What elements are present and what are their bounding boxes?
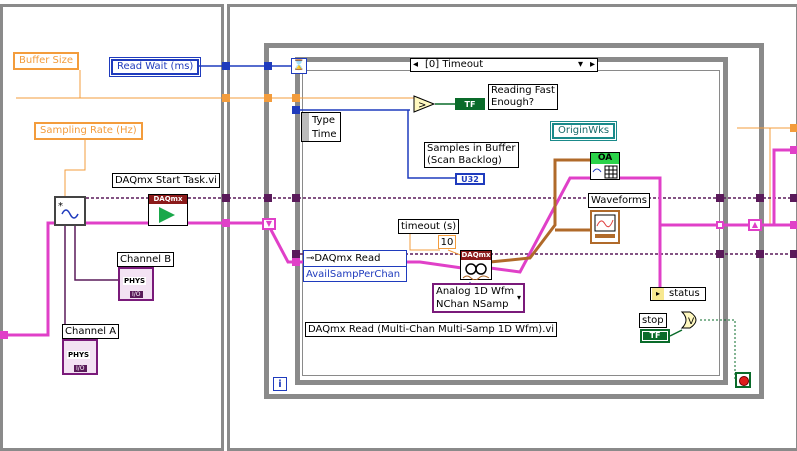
daqmx-read-property-node[interactable]: ⊸DAQmx Read AvailSampPerChan xyxy=(303,250,407,282)
tunnel-seq-right-purple2 xyxy=(790,250,797,258)
daqmx-read-vi-label: DAQmx Read (Multi-Chan Multi-Samp 1D Wfm… xyxy=(305,322,558,337)
tunnel-loop-right-purple2 xyxy=(756,250,764,258)
tunnel-right-purple xyxy=(716,194,724,202)
tunnel-pink-seq xyxy=(222,219,230,227)
tunnel-blue-case xyxy=(292,106,300,114)
channel-a-label: Channel A xyxy=(62,324,120,339)
read-wait-control[interactable]: Read Wait (ms) xyxy=(108,57,202,77)
u32-indicator: U32 xyxy=(455,173,485,185)
reading-fast-label: Reading Fast Enough? xyxy=(488,84,558,110)
polymorphic-selector[interactable]: Analog 1D Wfm NChan NSamp ▾ xyxy=(432,283,525,313)
io-text-b: I/O xyxy=(130,291,143,298)
tunnel-seq-right-pink xyxy=(790,146,797,154)
unbundle-arrow-icon: ▸ xyxy=(652,288,664,300)
tunnel-right-pink xyxy=(716,221,724,229)
play-icon xyxy=(159,207,175,223)
daqmx-read-badge: DAQmx xyxy=(461,251,491,260)
tunnel-seq-right-pink2 xyxy=(790,221,797,229)
tunnel-blue-seq xyxy=(222,62,230,70)
timeout-constant[interactable]: 10 xyxy=(438,235,456,249)
glasses-icon xyxy=(462,263,490,280)
timed-loop-icon: ⌛ xyxy=(291,58,307,74)
case-next-arrow[interactable]: ▸ xyxy=(589,59,595,70)
left-sequence-frame xyxy=(0,4,224,451)
event-data-node: Type Time xyxy=(301,112,341,142)
start-task-label: DAQmx Start Task.vi xyxy=(112,173,220,188)
tunnel-seq-right-purple xyxy=(790,194,797,202)
event-type-field: Type xyxy=(312,115,335,126)
daqmx-start-task-node[interactable]: DAQmx xyxy=(148,194,188,226)
timing-node[interactable]: * xyxy=(54,196,86,226)
unbundle-status-node: ▸ status xyxy=(650,287,706,301)
oa-node[interactable]: OA xyxy=(590,152,620,180)
tunnel-orange-seq xyxy=(222,94,230,102)
svg-text:*: * xyxy=(58,201,63,212)
shift-register-left: ▼ xyxy=(262,218,276,230)
stop-button-terminal[interactable]: TF xyxy=(640,329,670,343)
avail-samp-per-chan: AvailSampPerChan xyxy=(306,269,401,280)
error-in-tunnel xyxy=(0,331,8,339)
event-time-field: Time xyxy=(312,129,337,140)
tunnel-purple-seq xyxy=(222,194,230,202)
samples-in-buffer-label: Samples in Buffer (Scan Backlog) xyxy=(424,142,519,168)
graph-icon xyxy=(594,214,616,238)
iteration-terminal: i xyxy=(273,377,287,391)
daqmx-read-vi-node[interactable]: DAQmx xyxy=(460,250,492,280)
channel-a-control[interactable]: PHYS I/O xyxy=(62,339,98,375)
daqmx-read-label: ⊸DAQmx Read xyxy=(306,253,381,264)
tunnel-seq-right-orange xyxy=(790,124,797,132)
stop-label: stop xyxy=(639,313,667,328)
property-arrow-icon: ⊸ xyxy=(306,253,315,264)
case-selector[interactable]: ◂ [0] Timeout ▾ ▸ xyxy=(410,58,598,72)
oa-badge: OA xyxy=(591,153,619,164)
reading-fast-indicator: TF xyxy=(455,98,485,110)
sampling-rate-control[interactable]: Sampling Rate (Hz) xyxy=(34,122,143,140)
origin-table-icon xyxy=(592,165,618,179)
loop-condition-terminal[interactable] xyxy=(735,372,751,388)
shift-register-right: ▲ xyxy=(748,219,762,231)
analog-selector-line2: NChan NSamp xyxy=(436,299,509,310)
tunnel-purple-case-lower xyxy=(292,250,300,258)
tunnel-purple-loop xyxy=(264,194,272,202)
channel-b-label: Channel B xyxy=(117,252,175,267)
stop-sign-icon xyxy=(739,376,749,386)
originwks-control[interactable]: OriginWks xyxy=(549,121,618,141)
tunnel-right-purple-lower xyxy=(716,250,724,258)
tunnel-orange-case xyxy=(292,94,300,102)
channel-b-control[interactable]: PHYS I/O xyxy=(118,267,154,301)
daqmx-badge: DAQmx xyxy=(149,195,187,204)
status-field: status xyxy=(669,288,700,299)
waveform-graph-indicator xyxy=(590,210,620,244)
waveform-icon: * xyxy=(58,201,79,219)
buffer-size-control[interactable]: Buffer Size xyxy=(13,52,80,70)
tunnel-loop-right-purple xyxy=(756,194,764,202)
case-selector-label: [0] Timeout xyxy=(425,59,484,70)
waveforms-label: Waveforms xyxy=(588,193,650,208)
timeout-label: timeout (s) xyxy=(398,219,460,234)
physchan-text-a: PHYS xyxy=(67,351,91,359)
case-prev-arrow[interactable]: ◂ xyxy=(413,59,419,70)
tunnel-orange-loop xyxy=(264,94,272,102)
tunnel-blue-loop xyxy=(264,62,272,70)
selector-dropdown-icon: ▾ xyxy=(516,293,521,302)
io-text-a: I/O xyxy=(74,365,87,372)
tunnel-pink-case xyxy=(292,258,300,266)
physchan-text-b: PHYS xyxy=(123,277,147,285)
tunnel-purple-case xyxy=(292,194,300,202)
case-dropdown-arrow[interactable]: ▾ xyxy=(577,59,583,70)
analog-selector-line1: Analog 1D Wfm xyxy=(436,286,515,297)
